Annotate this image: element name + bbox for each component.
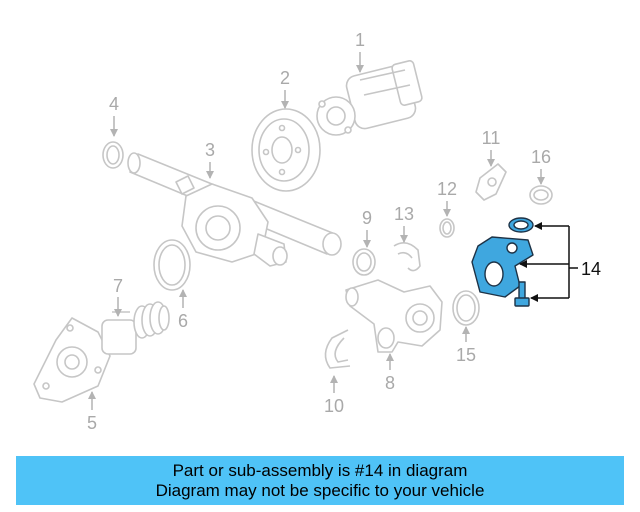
callout-2-label[interactable]: 2 [280, 68, 290, 88]
part-11-drawing [475, 163, 507, 201]
part-16-drawing [529, 185, 553, 205]
callout-11-label[interactable]: 11 [482, 128, 501, 148]
part-15-drawing [452, 290, 480, 326]
exploded-parts-diagram: 1 2 3 4 5 6 7 8 9 10 11 12 13 14 15 16 [33, 30, 601, 433]
part-14-highlighted-drawing[interactable] [471, 217, 534, 307]
part-12-drawing [439, 218, 455, 238]
callout-7-label[interactable]: 7 [113, 276, 123, 296]
callout-4-label[interactable]: 4 [109, 94, 119, 114]
callout-9-label[interactable]: 9 [362, 208, 372, 228]
callout-12-label[interactable]: 12 [437, 179, 457, 199]
part-9-drawing [352, 248, 376, 276]
part-10-drawing [324, 329, 351, 369]
part-1-drawing [316, 60, 423, 136]
part-6-drawing [153, 239, 191, 291]
callout-13-label[interactable]: 13 [394, 204, 414, 224]
part-13-drawing [393, 242, 421, 272]
banner-part-line: Part or sub-assembly is #14 in diagram [172, 460, 468, 480]
callout-6-label[interactable]: 6 [178, 311, 188, 331]
part-3-drawing [127, 152, 342, 267]
callout-10-label[interactable]: 10 [324, 396, 344, 416]
callout-14-label[interactable]: 14 [581, 259, 601, 279]
part-5-drawing [33, 317, 111, 403]
callout-8-label[interactable]: 8 [385, 373, 395, 393]
callout-3-label[interactable]: 3 [205, 140, 215, 160]
part-8-drawing [345, 279, 443, 353]
part-7-drawing [101, 301, 170, 355]
callout-15-label[interactable]: 15 [456, 345, 476, 365]
callout-14-leader-lines [519, 222, 578, 302]
banner-disclaimer-line: Diagram may not be specific to your vehi… [155, 480, 485, 500]
callout-5-label[interactable]: 5 [87, 413, 97, 433]
callout-1-label[interactable]: 1 [355, 30, 365, 50]
part-info-banner: Part or sub-assembly is #14 in diagram D… [16, 456, 624, 505]
part-4-drawing [102, 141, 124, 169]
part-2-drawing [251, 108, 321, 192]
callout-16-label[interactable]: 16 [531, 147, 551, 167]
